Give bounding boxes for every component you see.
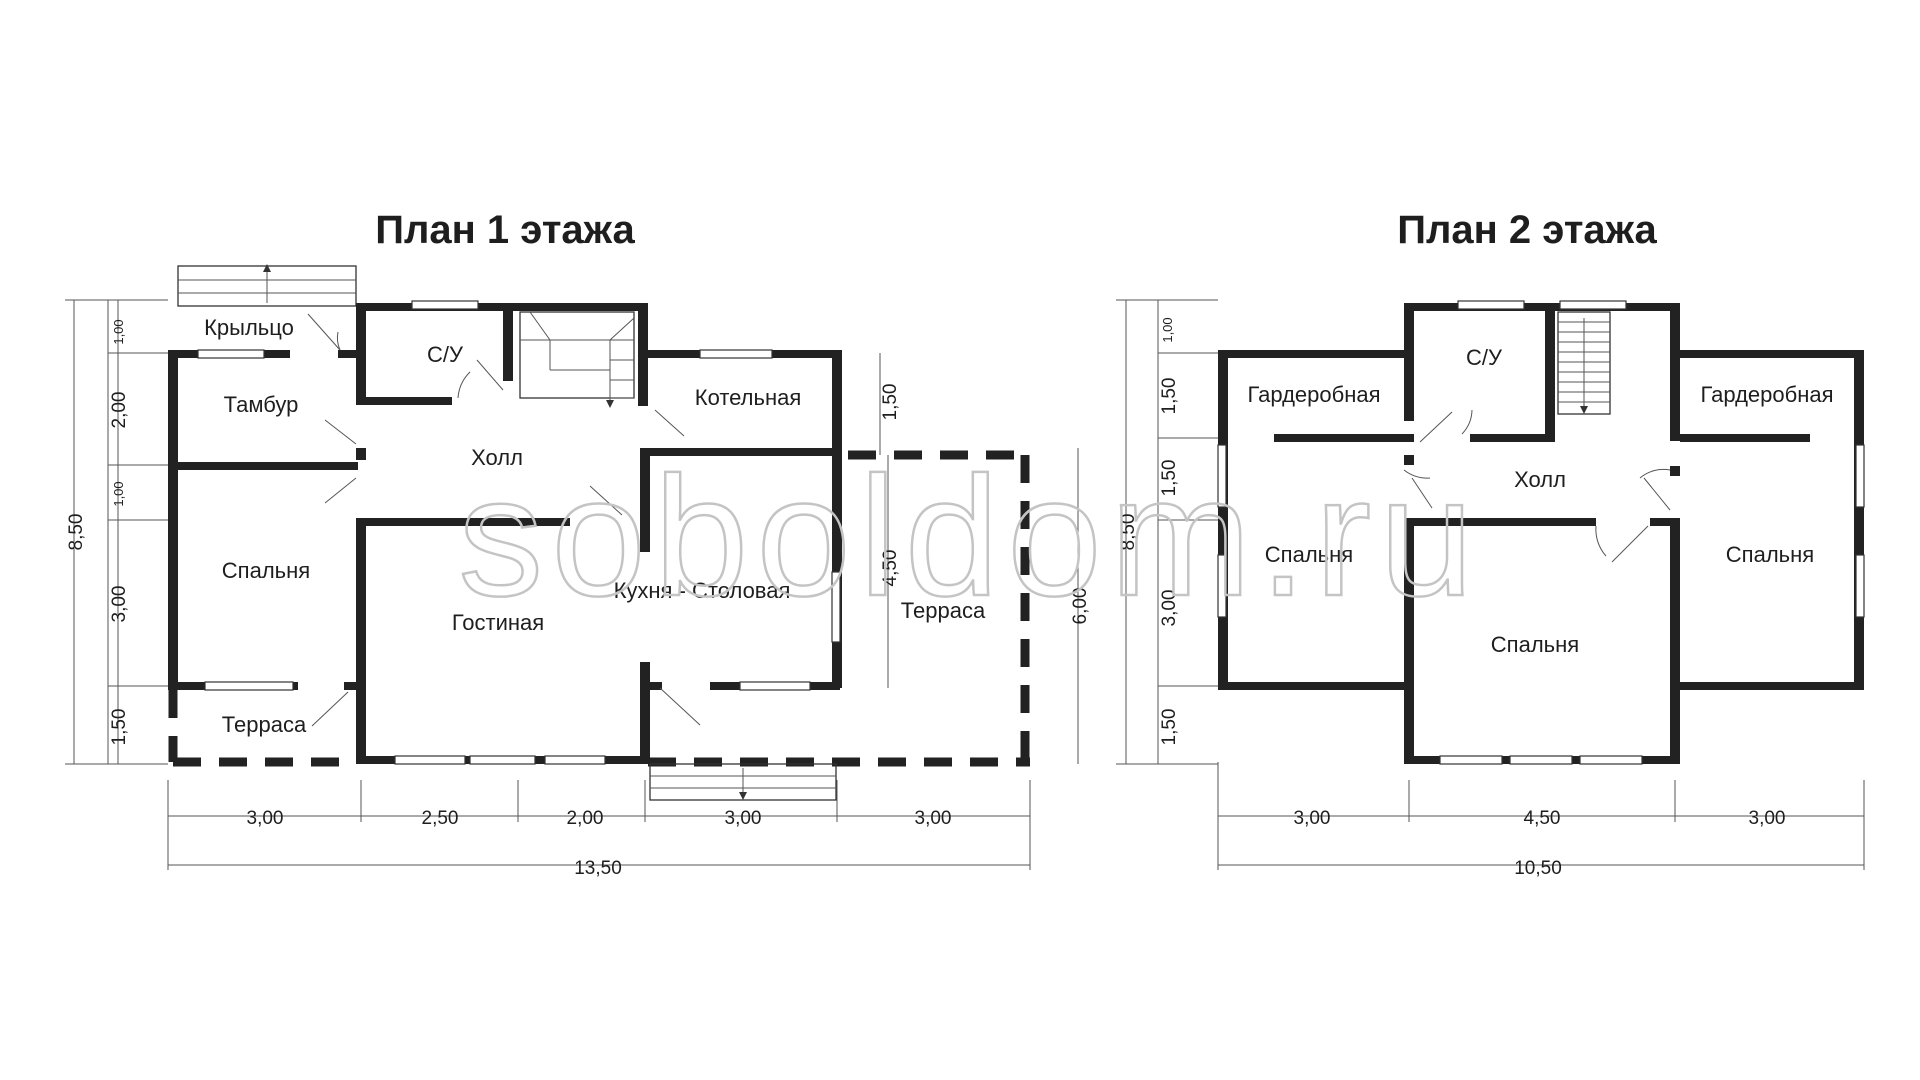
plan2-dim-left-1: 1,00	[1160, 317, 1175, 342]
plan1-dimensions	[65, 299, 1079, 870]
plan1-dim-terrace: 6,00	[1070, 588, 1091, 625]
plan1-room-bedroom: Спальня	[222, 558, 310, 583]
plan1-dim-bottom-4: 3,00	[725, 808, 762, 829]
plan1-dim-total-height: 8,50	[66, 514, 87, 551]
plan1-entry-steps	[649, 763, 837, 801]
plan2-dim-total-height: 8,50	[1118, 514, 1139, 551]
plan1-room-bath: С/У	[427, 342, 464, 367]
plan2-dim-left-5: 1,50	[1159, 709, 1180, 746]
plan1-drawing: Крыльцо Тамбур С/У Холл Котельная Спальн…	[65, 264, 1091, 879]
plan2-title: План 2 этажа	[1397, 208, 1657, 252]
watermark: soboldom.ru	[458, 442, 1482, 632]
plan1-room-vestibule: Тамбур	[224, 392, 299, 417]
plan2-room-bedroom-right: Спальня	[1726, 542, 1814, 567]
plan1-windows	[197, 300, 841, 765]
plan1-room-terrace-big: Терраса	[901, 598, 986, 623]
plan1-dim-bottom-5: 3,00	[915, 808, 952, 829]
plan2-dimensions	[1116, 299, 1865, 870]
plan1-room-boiler: Котельная	[695, 385, 802, 410]
plan1-title: План 1 этажа	[375, 208, 635, 252]
plan2-dim-bottom-2: 4,50	[1524, 808, 1561, 829]
plan1-dim-left-4: 3,00	[109, 586, 130, 623]
plan2-room-bath: С/У	[1466, 345, 1503, 370]
plan1-stairs	[519, 311, 635, 408]
plan1-porch-steps	[177, 264, 357, 307]
plan1-dim-total-width: 13,50	[574, 858, 622, 879]
plan2-drawing: Гардеробная С/У Гардеробная Холл Спальня…	[1116, 299, 1865, 879]
plan2-stairs	[1557, 311, 1611, 415]
plan2-room-hall: Холл	[1514, 467, 1566, 492]
plan2-dim-total-width: 10,50	[1514, 858, 1562, 879]
plan2-room-bedroom-center: Спальня	[1491, 632, 1579, 657]
plan1-dim-bottom-2: 2,50	[422, 808, 459, 829]
plan2-windows	[1217, 300, 1865, 765]
plan1-doors	[307, 313, 701, 727]
plan2-dim-left-2: 1,50	[1159, 378, 1180, 415]
plan1-dim-kitchen: 4,50	[880, 550, 901, 587]
plan1-dashed-terraces	[168, 450, 1030, 767]
plan2-room-wardrobe-left: Гардеробная	[1247, 382, 1380, 407]
plan1-dim-left-5: 1,50	[109, 709, 130, 746]
plan2-dim-bottom-1: 3,00	[1294, 808, 1331, 829]
plan1-room-terrace-small: Терраса	[222, 712, 307, 737]
plan1-room-hall: Холл	[471, 445, 523, 470]
plan1-dim-left-2: 2,00	[109, 392, 130, 429]
plan2-room-wardrobe-right: Гардеробная	[1700, 382, 1833, 407]
plan1-room-living: Гостиная	[452, 610, 544, 635]
plan1-dim-boiler: 1,50	[880, 384, 901, 421]
plan1-dim-bottom-3: 2,00	[567, 808, 604, 829]
plan2-dim-bottom-3: 3,00	[1749, 808, 1786, 829]
plan2-room-bedroom-left: Спальня	[1265, 542, 1353, 567]
plan1-dim-left-1: 1,00	[111, 319, 126, 344]
plan2-dim-left-3: 1,50	[1159, 460, 1180, 497]
plan1-room-kitchen: Кухня - Столовая	[614, 578, 791, 603]
plan2-dim-left-4: 3,00	[1159, 590, 1180, 627]
plan1-dim-bottom-1: 3,00	[247, 808, 284, 829]
plan1-dim-left-3: 1,00	[111, 481, 126, 506]
plan2-doors	[1403, 409, 1671, 563]
plan1-room-porch: Крыльцо	[204, 315, 294, 340]
